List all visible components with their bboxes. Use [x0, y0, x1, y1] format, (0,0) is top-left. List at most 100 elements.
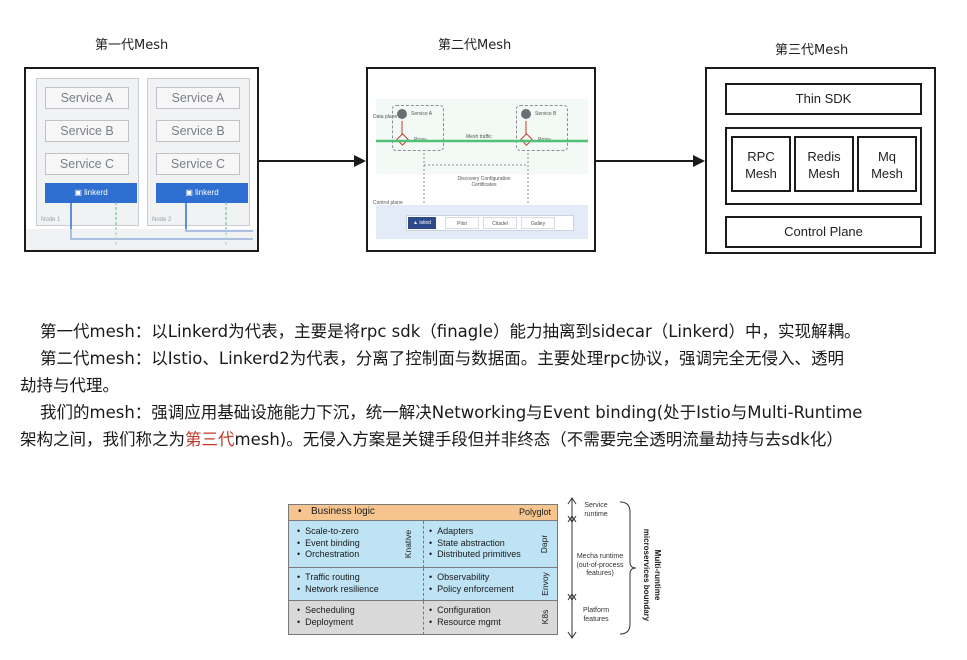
control-plane-box: Control Plane	[725, 216, 922, 248]
k8s-layer: • Secheduling • Deployment • Configurati…	[289, 600, 557, 635]
runtime-stack: • Business logic Polyglot • Scale-to-zer…	[288, 504, 558, 635]
service-a-box: Service A	[156, 87, 240, 109]
paragraph-2-line1: 第二代mesh：以Istio、Linkerd2为代表，分离了控制面与数据面。主要…	[40, 349, 845, 368]
data-plane-area	[376, 99, 588, 174]
knative-item: • Orchestration	[297, 549, 360, 559]
mecha-runtime-annotation: Mecha runtime (out-of-process features)	[576, 553, 624, 577]
k8s-label: K8s	[540, 609, 550, 625]
envoy-item: • Policy enforcement	[429, 583, 514, 594]
pod-b	[516, 105, 568, 151]
knative-label: Knative	[403, 529, 413, 559]
node-1: Service A Service B Service C ▣ linkerd …	[36, 78, 139, 226]
redis-mesh-line2: Mesh	[808, 166, 840, 181]
business-logic-layer: • Business logic Polyglot	[289, 505, 557, 520]
gen2-title: 第二代Mesh	[438, 38, 512, 53]
k8s-items: • Configuration • Resource mgmt	[429, 605, 501, 628]
control-plane-label: Control plane	[373, 200, 403, 206]
k8s-left-items: • Secheduling • Deployment	[297, 605, 355, 628]
divider	[423, 521, 425, 568]
cube-icon: ▣	[74, 188, 82, 197]
third-gen-highlight: 第三代	[185, 430, 235, 449]
citadel-box: Citadel	[483, 217, 517, 229]
linkerd-label: linkerd	[84, 188, 108, 197]
boundary-annotation: Multi-runtime microservices boundary	[642, 528, 662, 622]
envoy-left-items: • Traffic routing • Network resilience	[297, 572, 379, 595]
gen2-panel: Data plane Service A Proxy Service B Pro…	[366, 67, 596, 252]
envoy-item: • Observability	[429, 572, 490, 582]
knative-item: • Scale-to-zero	[297, 526, 359, 536]
paragraph-2-line2: 劫持与代理。	[20, 376, 119, 395]
redis-mesh-line1: Redis	[807, 149, 841, 164]
gen3-title: 第三代Mesh	[775, 43, 849, 58]
gen2-lines	[376, 121, 588, 207]
dapr-label: Dapr	[539, 534, 549, 554]
paragraph-3-post: mesh)。无侵入方案是关键手段但并非终态（不需要完全透明流量劫持与去sdk化）	[234, 430, 843, 449]
mesh-traffic-label: Mesh traffic	[466, 134, 492, 140]
galley-box: Galley	[521, 217, 555, 229]
dapr-item: • State abstraction	[429, 537, 505, 548]
gen3-panel: Thin SDK RPC Mesh Redis Mesh Mq Mesh Con…	[705, 67, 936, 254]
arrow-gen2-to-gen3	[595, 155, 705, 167]
business-logic-label: Business logic	[311, 506, 375, 517]
service-a-box: Service A	[45, 87, 129, 109]
service-c-box: Service C	[45, 153, 129, 175]
dapr-item: • Distributed primitives	[429, 549, 521, 559]
knative-dapr-layer: • Scale-to-zero • Event binding • Orches…	[289, 520, 557, 568]
rpc-mesh-line1: RPC	[747, 149, 775, 164]
paragraph-1: 第一代mesh：以Linkerd为代表，主要是将rpc sdk（finagle）…	[40, 322, 861, 341]
redis-mesh-box: Redis Mesh	[794, 136, 854, 192]
mq-mesh-line2: Mesh	[871, 166, 903, 181]
divider	[423, 601, 425, 635]
arrow-gen1-to-gen2	[258, 155, 366, 167]
service-a-icon	[397, 109, 407, 119]
istiod-badge: ▲ istiod	[408, 217, 436, 229]
divider	[423, 568, 425, 601]
paragraph-3-line1: 我们的mesh：强调应用基础设施能力下沉，统一解决Networking与Even…	[40, 403, 863, 422]
envoy-items: • Observability • Policy enforcement	[429, 572, 514, 595]
dapr-items: • Adapters • State abstraction • Distrib…	[429, 526, 521, 561]
business-bullet: •	[298, 506, 302, 517]
knative-item: • Event binding	[297, 537, 360, 548]
k8s-item: • Resource mgmt	[429, 616, 501, 627]
rpc-mesh-box: RPC Mesh	[731, 136, 791, 192]
thin-sdk-box: Thin SDK	[725, 83, 922, 115]
service-runtime-annotation: Service runtime	[584, 502, 608, 518]
linkerd-proxy: ▣ linkerd	[45, 183, 137, 203]
gen1-title: 第一代Mesh	[95, 38, 169, 53]
k8s-item: • Configuration	[429, 605, 491, 615]
paragraph-3-line2: 架构之间，我们称之为第三代mesh)。无侵入方案是关键手段但并非终态（不需要完全…	[20, 426, 843, 453]
service-c-box: Service C	[156, 153, 240, 175]
gen1-network-lines	[26, 202, 257, 250]
service-b-box: Service B	[156, 120, 240, 142]
mq-mesh-box: Mq Mesh	[857, 136, 917, 192]
node-label: Node 2	[152, 217, 172, 223]
dapr-item: • Adapters	[429, 526, 474, 536]
node-2: Service A Service B Service C ▣ linkerd …	[147, 78, 250, 226]
gen1-panel: Service A Service B Service C ▣ linkerd …	[24, 67, 259, 252]
cube-icon: ▣	[185, 188, 193, 197]
paragraph-3-pre: 架构之间，我们称之为	[20, 430, 185, 449]
knative-items: • Scale-to-zero • Event binding • Orches…	[297, 526, 360, 561]
pod-a	[392, 105, 444, 151]
service-a-label: Service A	[411, 111, 433, 117]
pilot-box: Pilot	[445, 217, 479, 229]
polyglot-label: Polyglot	[518, 507, 551, 517]
discovery-label: Discovery Configuration Certificates	[457, 176, 511, 188]
mq-mesh-line1: Mq	[877, 149, 897, 164]
service-b-box: Service B	[45, 120, 129, 142]
k8s-left-item: • Secheduling	[297, 605, 355, 615]
data-plane-label: Data plane	[373, 114, 398, 120]
annotation-brackets	[567, 497, 637, 639]
envoy-left-item: • Traffic routing	[297, 572, 360, 582]
istiod-label: istiod	[419, 220, 432, 226]
k8s-left-item: • Deployment	[297, 616, 354, 627]
sail-icon: ▲	[412, 220, 418, 226]
linkerd-proxy: ▣ linkerd	[156, 183, 248, 203]
linkerd-label: linkerd	[195, 188, 219, 197]
rpc-mesh-line2: Mesh	[745, 166, 777, 181]
service-b-icon	[521, 109, 531, 119]
envoy-layer: • Traffic routing • Network resilience •…	[289, 567, 557, 601]
envoy-left-item: • Network resilience	[297, 583, 379, 594]
node-label: Node 1	[41, 217, 61, 223]
platform-features-annotation: Platform features	[582, 607, 610, 623]
